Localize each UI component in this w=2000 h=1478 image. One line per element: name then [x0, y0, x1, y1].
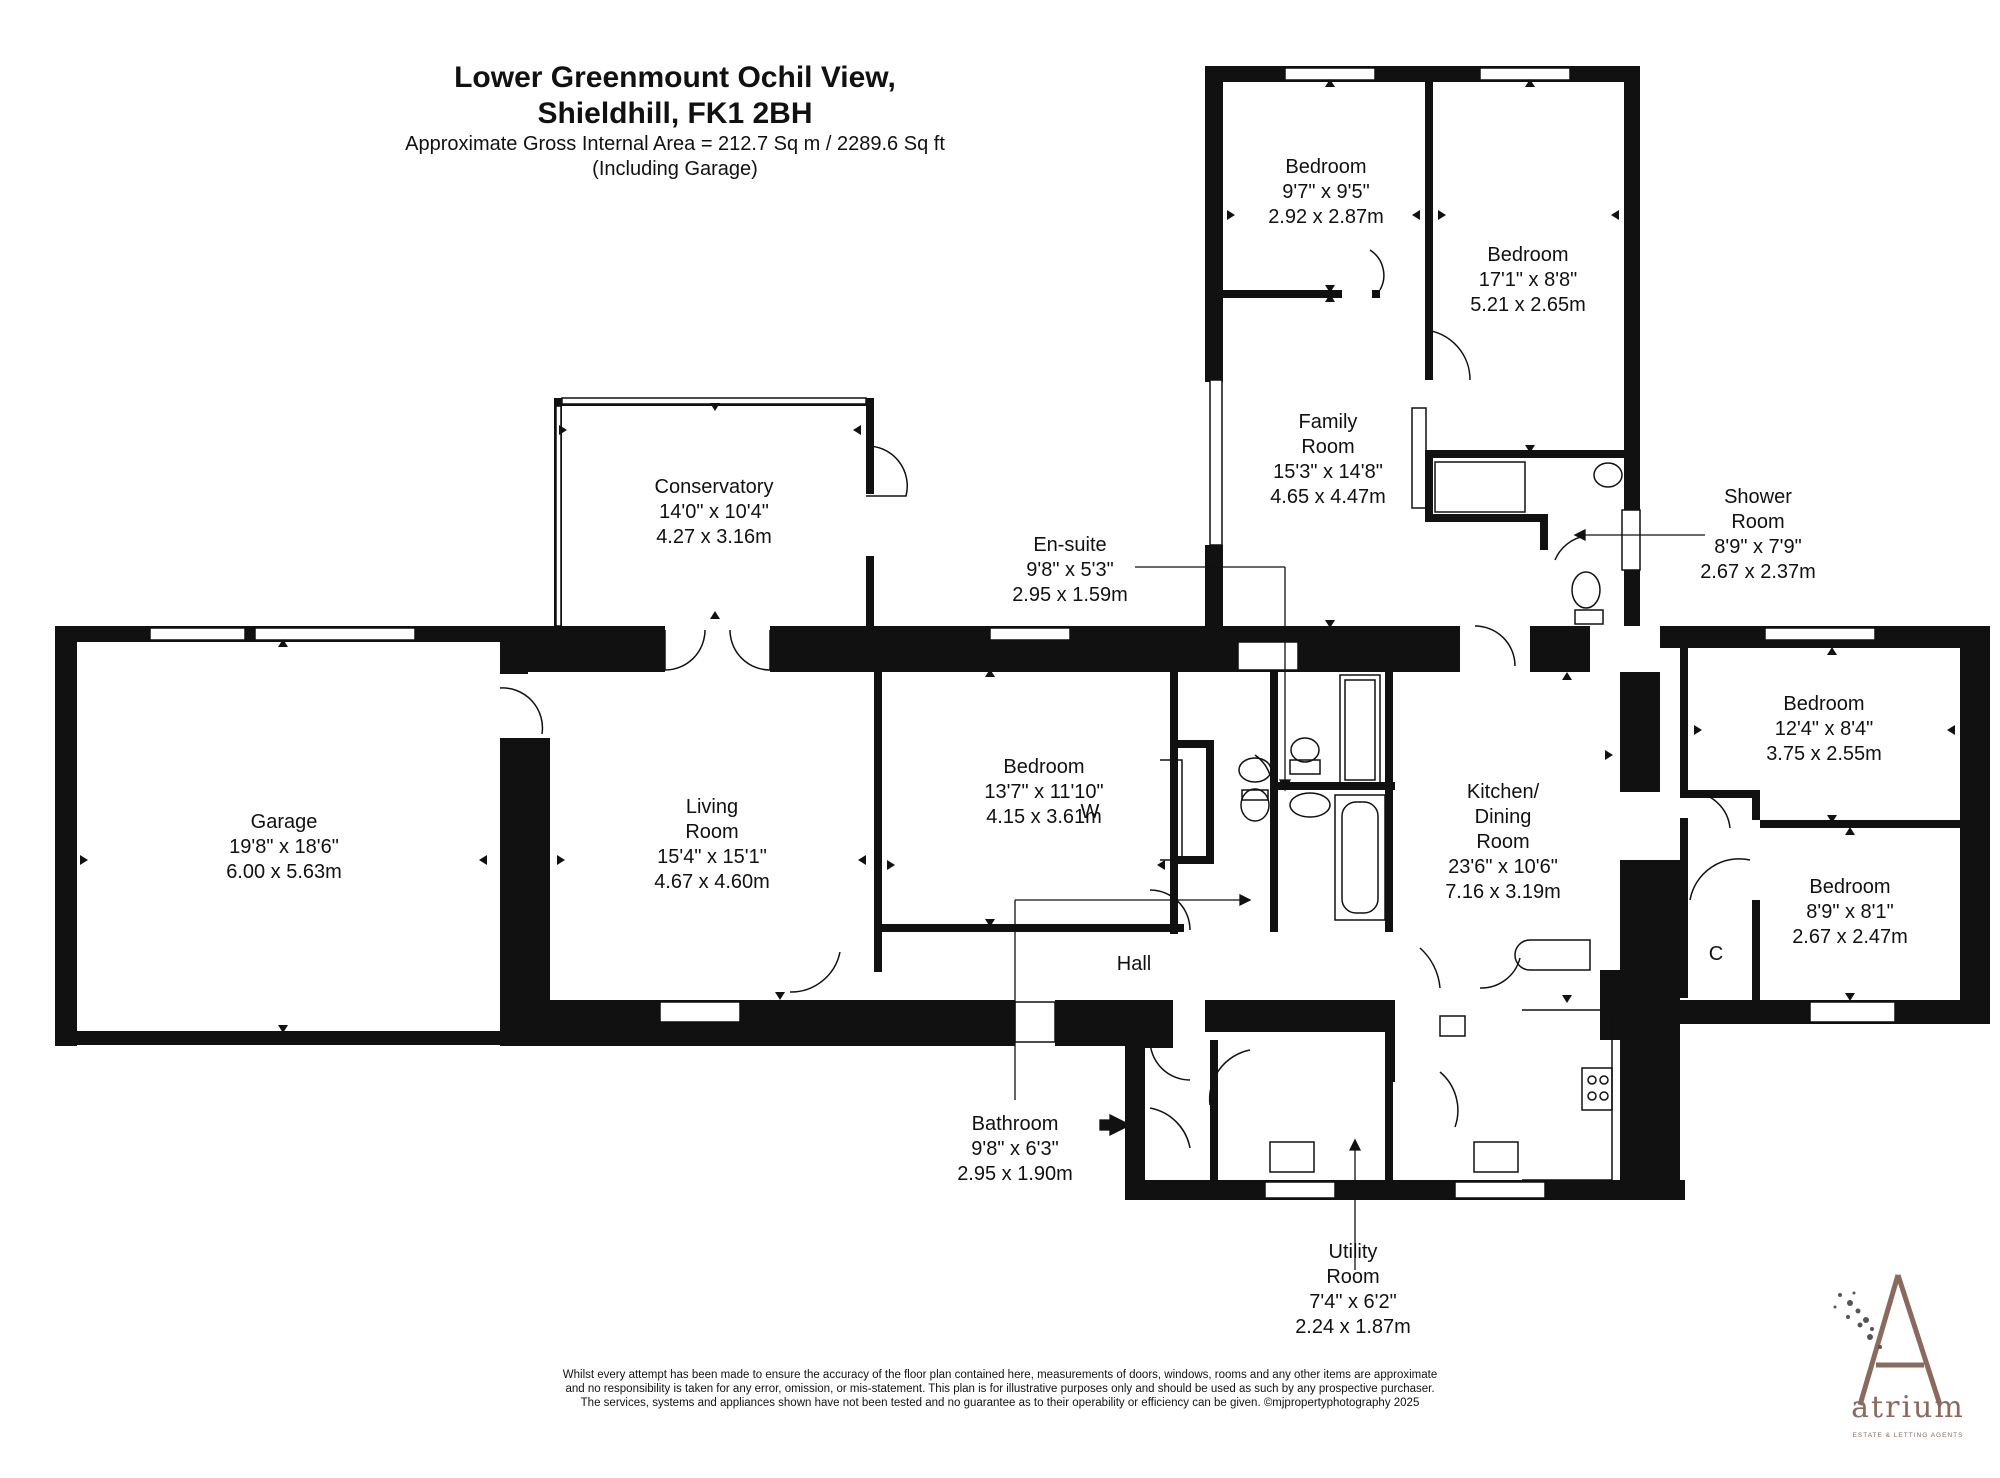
- wardrobe-label: W: [1070, 800, 1110, 825]
- room-name: Bedroom: [1783, 693, 1865, 715]
- room-name: Hall: [1116, 953, 1152, 975]
- room-name-2: Room: [1731, 511, 1785, 533]
- disclaimer-line-2: and no responsibility is taken for any e…: [565, 1383, 1435, 1395]
- room-metric: 2.67 x 2.37m: [1700, 561, 1816, 583]
- room-name-2: Room: [685, 821, 739, 843]
- disclaimer-line-3: The services, systems and appliances sho…: [580, 1397, 1420, 1409]
- room-name: Bedroom: [1487, 244, 1569, 266]
- leaders: [1014, 528, 1705, 1270]
- room-imperial: 13'7" x 11'10": [984, 781, 1104, 803]
- atrium-logo-icon: [1833, 1274, 1943, 1406]
- room-name: Living: [685, 796, 739, 818]
- room-imperial: 8'9" x 8'1": [1806, 901, 1894, 923]
- room-label-living: Living Room 15'4" x 15'1" 4.67 x 4.60m: [592, 795, 832, 895]
- room-metric: 2.24 x 1.87m: [1295, 1316, 1411, 1338]
- disclaimer: Whilst every attempt has been made to en…: [520, 1368, 1480, 1410]
- room-metric: 4.67 x 4.60m: [654, 871, 770, 893]
- room-name-2: Room: [1326, 1266, 1380, 1288]
- cupboard-label: C: [1696, 942, 1736, 967]
- room-imperial: 14'0" x 10'4": [659, 501, 769, 523]
- area-note: (Including Garage): [592, 158, 758, 180]
- room-name: Bathroom: [971, 1113, 1059, 1135]
- title-line-2: Shieldhill, FK1 2BH: [537, 97, 813, 130]
- room-imperial: 15'4" x 15'1": [657, 846, 767, 868]
- dimension-markers: [80, 79, 1955, 1033]
- room-imperial: 9'8" x 6'3": [971, 1138, 1059, 1160]
- fixtures: [1160, 407, 1623, 1181]
- room-name: Shower: [1724, 486, 1792, 508]
- room-metric: 2.92 x 2.87m: [1268, 206, 1384, 228]
- room-label-hall: Hall: [1014, 952, 1254, 977]
- room-label-family: Family Room 15'3" x 14'8" 4.65 x 4.47m: [1208, 410, 1448, 510]
- room-label-kitchen: Kitchen/ Dining Room 23'6" x 10'6" 7.16 …: [1383, 780, 1623, 905]
- room-name: En-suite: [1033, 534, 1107, 556]
- brand-name: atrium: [1851, 1390, 1965, 1425]
- room-label-bedroom-main: Bedroom 13'7" x 11'10" 4.15 x 3.61m: [924, 755, 1164, 830]
- brand-tagline: ESTATE & LETTING AGENTS: [1852, 1432, 1964, 1439]
- room-name: Family: [1298, 411, 1358, 433]
- room-imperial: 17'1" x 8'8": [1478, 269, 1578, 291]
- room-imperial: 12'4" x 8'4": [1774, 718, 1874, 740]
- doors: [499, 249, 1751, 1149]
- room-label-bedroom-top-left: Bedroom 9'7" x 9'5" 2.92 x 2.87m: [1206, 155, 1446, 230]
- room-name: Bedroom: [1003, 756, 1085, 778]
- room-name-2: Dining: [1474, 806, 1532, 828]
- room-imperial: 9'8" x 5'3": [1026, 559, 1114, 581]
- title-line-1: Lower Greenmount Ochil View,: [454, 61, 896, 94]
- disclaimer-line-1: Whilst every attempt has been made to en…: [562, 1369, 1438, 1381]
- room-label-bedroom-right-lower: Bedroom 8'9" x 8'1" 2.67 x 2.47m: [1730, 875, 1970, 950]
- room-metric: 7.16 x 3.19m: [1445, 881, 1561, 903]
- room-name: Bedroom: [1285, 156, 1367, 178]
- area-text: Approximate Gross Internal Area = 212.7 …: [405, 133, 945, 155]
- room-name: Garage: [250, 811, 318, 833]
- room-name: Kitchen/: [1466, 781, 1540, 803]
- wardrobe-letter: W: [1080, 801, 1100, 823]
- cupboard-letter: C: [1708, 943, 1724, 965]
- room-metric: 3.75 x 2.55m: [1766, 743, 1882, 765]
- room-name: Utility: [1328, 1241, 1378, 1263]
- plan-header: Lower Greenmount Ochil View, Shieldhill,…: [350, 60, 1000, 182]
- room-metric: 4.65 x 4.47m: [1270, 486, 1386, 508]
- room-label-utility: Utility Room 7'4" x 6'2" 2.24 x 1.87m: [1233, 1240, 1473, 1340]
- room-metric: 2.67 x 2.47m: [1792, 926, 1908, 948]
- room-label-bathroom: Bathroom 9'8" x 6'3" 2.95 x 1.90m: [895, 1112, 1135, 1187]
- room-name-3: Room: [1476, 831, 1530, 853]
- room-imperial: 7'4" x 6'2": [1309, 1291, 1397, 1313]
- room-metric: 2.95 x 1.90m: [957, 1163, 1073, 1185]
- room-imperial: 19'8" x 18'6": [229, 836, 339, 858]
- room-metric: 4.15 x 3.61m: [986, 806, 1102, 828]
- room-label-bedroom-top-right: Bedroom 17'1" x 8'8" 5.21 x 2.65m: [1408, 243, 1648, 318]
- room-label-conservatory: Conservatory 14'0" x 10'4" 4.27 x 3.16m: [594, 475, 834, 550]
- room-name-2: Room: [1301, 436, 1355, 458]
- room-name: Bedroom: [1809, 876, 1891, 898]
- room-label-shower: Shower Room 8'9" x 7'9" 2.67 x 2.37m: [1638, 485, 1878, 585]
- room-imperial: 8'9" x 7'9": [1714, 536, 1802, 558]
- room-metric: 4.27 x 3.16m: [656, 526, 772, 548]
- room-label-bedroom-right-upper: Bedroom 12'4" x 8'4" 3.75 x 2.55m: [1704, 692, 1944, 767]
- room-metric: 5.21 x 2.65m: [1470, 294, 1586, 316]
- room-metric: 2.95 x 1.59m: [1012, 584, 1128, 606]
- room-label-ensuite: En-suite 9'8" x 5'3" 2.95 x 1.59m: [950, 533, 1190, 608]
- room-label-garage: Garage 19'8" x 18'6" 6.00 x 5.63m: [164, 810, 404, 885]
- room-imperial: 9'7" x 9'5": [1282, 181, 1370, 203]
- windows: [149, 67, 1896, 1199]
- room-imperial: 23'6" x 10'6": [1448, 856, 1558, 878]
- room-imperial: 15'3" x 14'8": [1273, 461, 1383, 483]
- room-name: Conservatory: [654, 476, 774, 498]
- room-metric: 6.00 x 5.63m: [226, 861, 342, 883]
